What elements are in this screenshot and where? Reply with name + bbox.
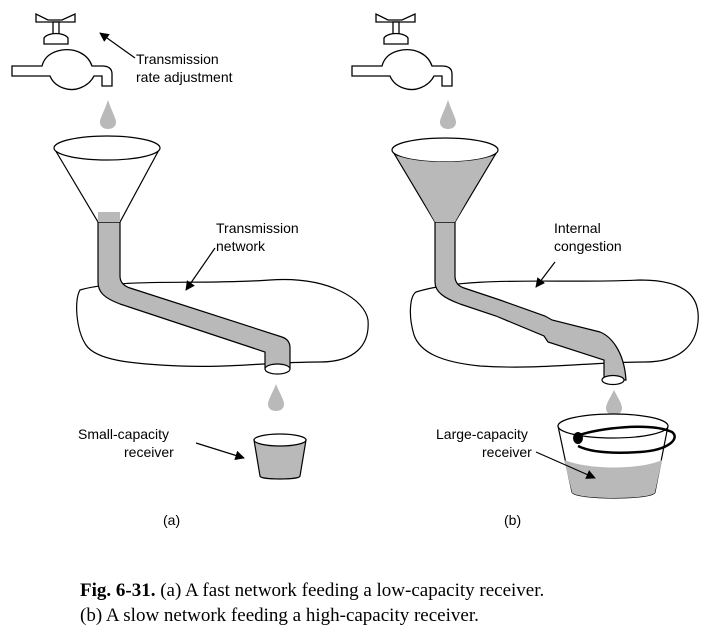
bucket-icon: [557, 413, 676, 499]
network-label-line1: Transmission: [216, 220, 299, 236]
network-label-line1: Internal: [554, 220, 601, 236]
receiver-label-line2: receiver: [482, 444, 532, 460]
figure-number: Fig. 6-31.: [80, 580, 156, 601]
water-stream: [434, 221, 627, 386]
water-drop-icon: [606, 390, 622, 415]
water-drop-icon: [100, 100, 116, 129]
funnel-icon: [391, 137, 499, 223]
figure-caption: Fig. 6-31. (a) A fast network feeding a …: [80, 578, 700, 628]
panel-a-id: (a): [163, 512, 180, 528]
network-label-line2: network: [216, 238, 266, 254]
receiver-label-line1: Large-capacity: [436, 426, 528, 442]
faucet-icon: [11, 12, 113, 91]
faucet-icon: [351, 12, 453, 91]
receiver-label-line2: receiver: [124, 444, 174, 460]
faucet-label-line1: Transmission: [136, 51, 219, 67]
caption-line-1-text: (a) A fast network feeding a low-capacit…: [155, 580, 545, 601]
caption-line-2: (b) A slow network feeding a high-capaci…: [80, 605, 479, 626]
funnel-icon: [53, 135, 161, 223]
receiver-label-arrow: [195, 442, 245, 461]
network-label-line2: congestion: [554, 238, 622, 254]
network-label-arrow: [185, 247, 216, 291]
water-drop-icon: [268, 384, 284, 411]
panel-a: Transmission rate adjustment Transmissio…: [11, 12, 369, 528]
faucet-label-line2: rate adjustment: [136, 69, 233, 85]
small-cup-icon: [253, 433, 307, 480]
water-drop-icon: [440, 100, 456, 129]
receiver-label-arrow: [535, 451, 596, 479]
panel-b-id: (b): [504, 512, 521, 528]
network-label-arrow: [535, 261, 556, 288]
receiver-label-line1: Small-capacity: [78, 426, 169, 442]
caption-line-1: Fig. 6-31. (a) A fast network feeding a …: [80, 578, 700, 603]
water-stream: [97, 221, 291, 375]
panel-b: Internal congestion Large-capacity recei…: [351, 12, 699, 528]
faucet-label-arrow: [99, 32, 136, 59]
